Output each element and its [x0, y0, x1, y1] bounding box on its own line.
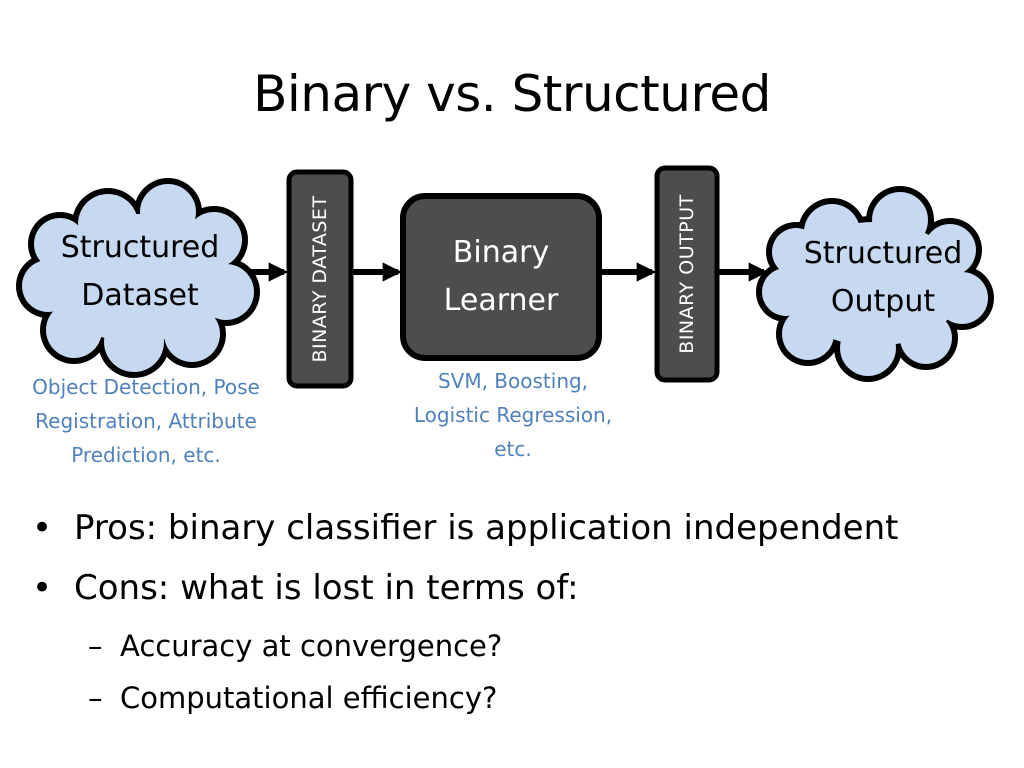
input-cloud-line1: Structured	[60, 230, 220, 265]
learner-caption: SVM, Boosting, Logistic Regression, etc.	[383, 364, 643, 466]
bullet-pros-text: Pros: binary classifier is application i…	[74, 508, 899, 548]
binary-dataset-bar	[286, 169, 354, 389]
sub-bullet-efficiency-text: Computational efficiency?	[120, 681, 498, 715]
slide-title: Binary vs. Structured	[253, 65, 771, 123]
input-caption-line2: Registration, Attribute	[35, 409, 257, 433]
learner-box-line1: Binary	[452, 235, 550, 270]
learner-box-line2: Learner	[443, 283, 559, 318]
output-cloud-line2: Output	[830, 284, 936, 319]
input-caption-line1: Object Detection, Pose	[32, 375, 260, 399]
learner-box	[400, 193, 602, 361]
binary-output-label: BINARY OUTPUT	[676, 194, 698, 354]
learner-caption-line2: Logistic Regression,	[413, 403, 613, 427]
output-cloud-label: Structured Output	[778, 230, 988, 326]
learner-caption-line3: etc.	[494, 437, 532, 461]
sub-bullet-marker: –	[88, 681, 103, 715]
sub-bullet-marker: –	[88, 629, 103, 663]
bullet-marker: •	[32, 508, 53, 548]
bullet-cons-text: Cons: what is lost in terms of:	[74, 568, 579, 608]
binary-output-bar	[654, 165, 720, 383]
output-cloud-line1: Structured	[803, 236, 963, 271]
input-caption-line3: Prediction, etc.	[71, 443, 221, 467]
learner-box-label: Binary Learner	[403, 229, 599, 325]
sub-bullet-accuracy-text: Accuracy at convergence?	[120, 629, 503, 663]
input-caption: Object Detection, Pose Registration, Att…	[6, 370, 286, 472]
input-cloud-label: Structured Dataset	[40, 224, 240, 320]
input-cloud	[16, 178, 260, 378]
binary-dataset-label: BINARY DATASET	[309, 195, 331, 363]
input-cloud-line2: Dataset	[81, 278, 199, 313]
output-cloud	[756, 186, 994, 382]
learner-caption-line1: SVM, Boosting,	[437, 369, 589, 393]
bullet-marker: •	[32, 568, 53, 608]
